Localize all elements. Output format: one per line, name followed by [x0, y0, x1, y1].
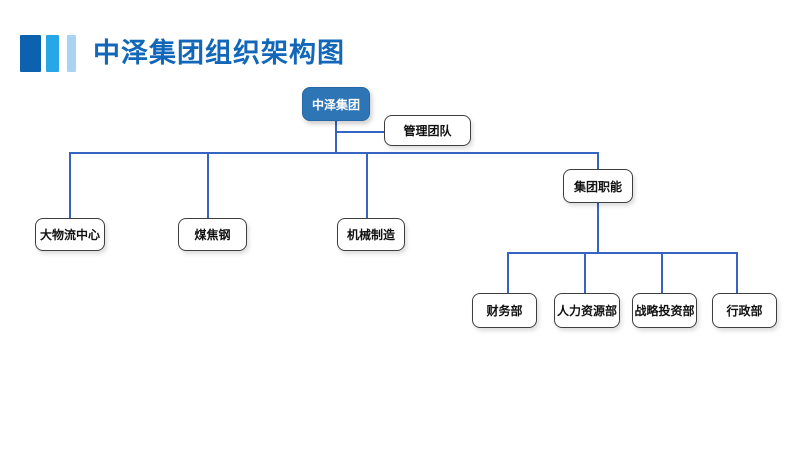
org-node-coal-coke-steel: 煤焦钢 [178, 218, 247, 251]
org-node-hr-dept: 人力资源部 [554, 293, 620, 328]
connector-dept-1-vertical [507, 252, 509, 294]
accent-bar-medium [46, 34, 59, 72]
connector-sub-horizontal [507, 252, 738, 254]
connector-root-vertical [335, 121, 337, 153]
org-node-logistics-center: 大物流中心 [35, 218, 105, 251]
org-node-administration-dept: 行政部 [712, 293, 777, 328]
connector-dept-2-vertical [584, 252, 586, 294]
org-node-machinery-manufacturing: 机械制造 [337, 218, 405, 251]
connector-dept-4-vertical [736, 252, 738, 294]
slide-title: 中泽集团组织架构图 [93, 37, 345, 68]
title-accent-bars [20, 34, 76, 72]
org-node-strategic-investment-dept: 战略投资部 [632, 293, 697, 328]
org-node-finance-dept: 财务部 [472, 293, 537, 328]
slide-header: 中泽集团组织架构图 [20, 34, 345, 72]
connector-division-1-vertical [69, 152, 71, 218]
connector-main-horizontal [69, 152, 599, 154]
org-node-root: 中泽集团 [302, 87, 370, 121]
connector-division-2-vertical [207, 152, 209, 218]
connector-dept-3-vertical [661, 252, 663, 294]
connector-staff-horizontal [336, 131, 384, 133]
connector-division-3-vertical [366, 152, 368, 218]
connector-division-4-vertical [597, 152, 599, 170]
connector-functions-vertical [597, 203, 599, 253]
org-node-group-functions: 集团职能 [563, 169, 633, 203]
accent-bar-dark [20, 34, 41, 72]
org-node-management-team: 管理团队 [384, 115, 471, 146]
accent-bar-light [67, 34, 76, 72]
